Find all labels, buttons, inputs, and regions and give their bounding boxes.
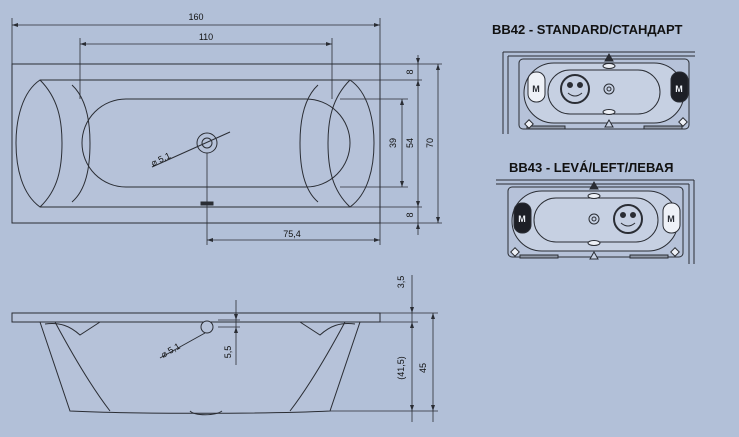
dim-right-8-top: 8: [405, 69, 415, 74]
side-dimension-arrows: [234, 307, 435, 411]
top-dimension-arrows: [12, 23, 440, 242]
dim-right-8-bottom: 8: [405, 212, 415, 217]
dim-side-3-5: 3,5: [396, 276, 406, 289]
side-dimension-lines: [218, 275, 438, 422]
top-view: [11, 63, 381, 224]
variant-bb42-diagram: [502, 51, 695, 134]
top-dimension-lines: [11, 18, 442, 245]
dim-right-70: 70: [425, 138, 435, 148]
dim-side-41-5: (41,5): [396, 356, 406, 380]
headrest-label-bb42-left: M: [532, 84, 540, 94]
dim-side-45: 45: [418, 363, 428, 373]
variant-title-bb42: BB42 - STANDARD/СТАНДАРТ: [492, 22, 682, 37]
dim-side-5-5: 5,5: [223, 346, 233, 359]
dim-drain-offset: 75,4: [283, 229, 301, 239]
dim-length-160: 160: [188, 12, 203, 22]
dim-length-110: 110: [199, 32, 213, 42]
dim-right-54: 54: [405, 138, 415, 148]
headrest-label-bb43-left: M: [518, 214, 526, 224]
headrest-label-bb43-right: M: [667, 214, 675, 224]
dim-right-39: 39: [388, 138, 398, 148]
headrest-label-bb42-right: M: [675, 84, 683, 94]
variant-bb43-diagram: [496, 179, 695, 264]
side-view: [11, 312, 381, 416]
variant-title-bb43: BB43 - LEVÁ/LEFT/ЛЕВАЯ: [509, 160, 673, 175]
